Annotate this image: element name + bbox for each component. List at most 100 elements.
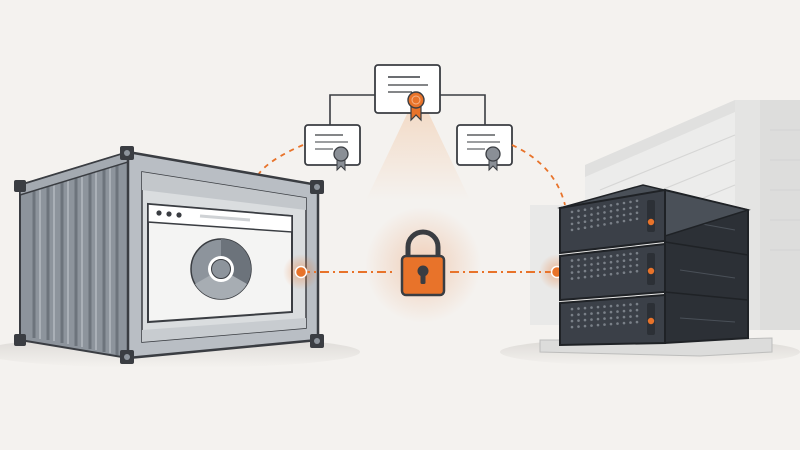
vent-dot: [590, 306, 593, 309]
server-led-2: [647, 267, 655, 275]
vent-dot: [570, 307, 574, 311]
vent-dot: [577, 215, 580, 219]
vent-dot: [609, 222, 613, 225]
vent-dot: [577, 319, 580, 322]
vent-dot: [577, 221, 580, 225]
server-led-3: [647, 317, 655, 325]
vent-dot: [583, 275, 587, 279]
vent-dot: [577, 258, 580, 262]
vent-dot: [609, 272, 613, 276]
vent-dot: [622, 207, 626, 211]
vent-dot: [635, 217, 639, 221]
chrome-logo-icon: [190, 238, 252, 300]
vent-dot: [609, 266, 613, 270]
vent-dot: [577, 325, 580, 328]
chain-connector-left: [329, 94, 375, 125]
vent-dot: [635, 320, 639, 324]
vent-dot: [629, 200, 632, 204]
vent-dot: [570, 325, 574, 329]
vent-dot: [629, 218, 632, 222]
vent-dot: [583, 306, 587, 310]
vent-dot: [635, 263, 639, 267]
server-unit-1: [559, 188, 666, 255]
vent-dot: [596, 311, 600, 315]
vent-dot: [577, 276, 580, 280]
vent-dot: [590, 318, 593, 321]
browser-dot-3: [176, 212, 182, 218]
vent-dot: [583, 226, 587, 229]
vent-dot: [570, 313, 574, 317]
vent-dot: [629, 315, 632, 318]
vent-dot: [583, 318, 587, 322]
vent-dot: [583, 324, 587, 328]
right-certificate-icon: [456, 124, 513, 172]
vent-dot: [583, 214, 587, 217]
vent-dot: [596, 305, 600, 309]
vent-dot: [570, 228, 574, 232]
vent-dot: [590, 219, 593, 222]
vent-dot: [590, 269, 593, 272]
server-unit-2: [559, 242, 666, 302]
vent-dot: [616, 220, 619, 224]
vent-dot: [603, 267, 606, 271]
vent-dot: [622, 321, 626, 325]
vent-dot: [635, 302, 639, 306]
vent-dot: [616, 304, 619, 307]
vent-dot: [577, 209, 580, 213]
vent-dot: [603, 311, 606, 314]
vent-dot: [635, 205, 639, 209]
vent-dot: [590, 312, 593, 315]
vent-dot: [622, 309, 626, 313]
vent-dot: [590, 225, 593, 228]
vent-dot: [590, 207, 593, 210]
vent-dot: [583, 263, 587, 267]
vent-dot: [616, 254, 619, 257]
vent-dot: [635, 308, 639, 312]
vent-dot: [603, 273, 606, 277]
vent-dot: [622, 303, 626, 307]
vent-dot: [596, 317, 600, 321]
vent-dot: [635, 314, 639, 318]
browser-window-icon: [147, 202, 293, 324]
vent-dot: [609, 310, 613, 314]
vent-dot: [603, 323, 606, 326]
vent-dot: [609, 216, 613, 219]
vent-dot: [590, 213, 593, 216]
vent-dot: [629, 252, 632, 256]
vent-dot: [635, 199, 639, 203]
vent-dot: [616, 202, 619, 206]
server-rack-icon: [539, 184, 773, 357]
vent-dot: [616, 310, 619, 313]
vent-dot: [596, 262, 600, 266]
browser-dot-1: [156, 210, 162, 216]
certificate-light-cone: [366, 112, 470, 200]
vent-dot: [603, 261, 606, 265]
vent-dot: [635, 211, 639, 215]
vent-dot: [603, 255, 606, 259]
vent-dot: [629, 206, 632, 210]
vent-dot: [603, 317, 606, 320]
vent-dot: [622, 219, 626, 223]
vent-dot: [603, 223, 606, 226]
vent-dot: [570, 271, 574, 274]
chain-arc-right: [511, 144, 566, 206]
browser-dot-2: [166, 211, 172, 217]
vent-dot: [603, 205, 606, 208]
vent-dot: [622, 265, 626, 269]
vent-dot: [583, 257, 587, 261]
vent-dot: [570, 265, 574, 268]
vent-dot: [590, 263, 593, 266]
vent-dot: [622, 201, 626, 205]
vent-dot: [596, 256, 600, 260]
vent-dot: [596, 268, 600, 272]
vent-dot: [609, 322, 613, 326]
vent-dot: [635, 269, 639, 273]
vent-dot: [577, 227, 580, 231]
vent-dot: [609, 254, 613, 258]
vent-dot: [616, 260, 619, 263]
chain-connector-right: [440, 94, 486, 125]
vent-dot: [629, 270, 632, 274]
vent-dot: [629, 303, 632, 306]
vent-dot: [616, 266, 619, 269]
